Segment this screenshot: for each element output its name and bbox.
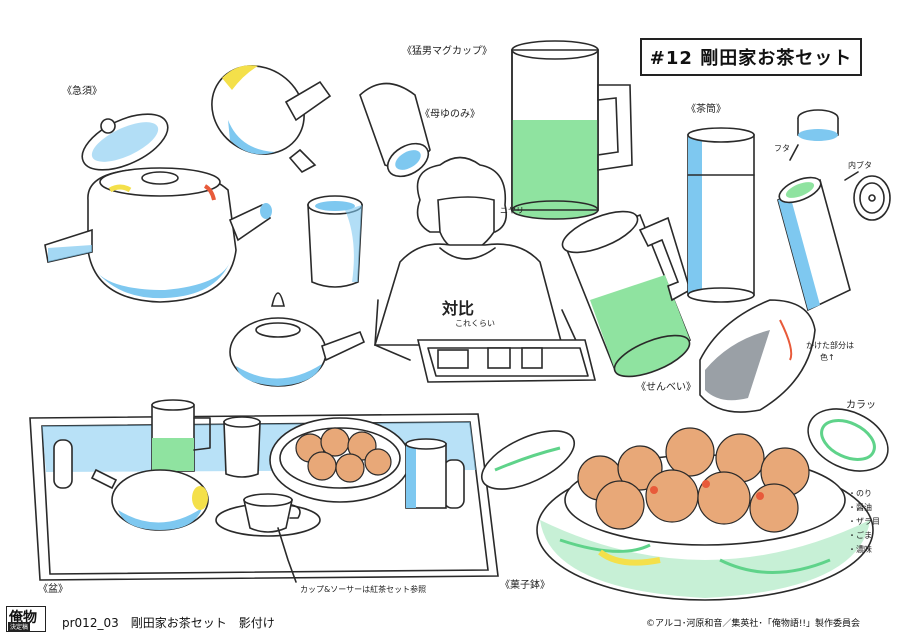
label-nijiri: ニヤリ [500,206,524,215]
label-topping-5: ・濃味 [848,545,872,554]
tea-canister-standing [687,127,755,303]
label-senbei: 《せんべい》 [636,382,696,393]
senbei-bowl [536,427,874,601]
sweater-subtext: これくらい [455,319,495,328]
label-yunomi: 《母ゆのみ》 [420,109,480,120]
tea-canister-open [777,176,851,312]
bowl-lid-left [480,430,576,490]
mother-teacup-standing [307,195,363,288]
label-karatto: カラッ [846,400,876,411]
copyright-text: ©アルコ･河原和音／集英社･「俺物語!!」製作委員会 [646,619,861,629]
label-topping-2: ・醤油 [848,503,872,512]
tilted-teapot [211,65,332,174]
taketo-mug-tilted [561,210,692,378]
sheet-code: pr012_03 剛田家お茶セット 影付け [62,616,275,630]
label-uchibuta: 内ブタ [848,161,872,170]
large-teapot [44,113,272,303]
senbei-cracker [699,299,816,413]
label-mug: 《猛男マグカップ》 [402,46,492,57]
label-kyusu: 《急須》 [62,86,102,97]
series-logo: 俺物 決定稿 [6,606,46,632]
label-topping-1: ・のり [848,489,872,498]
label-topping-3: ・ザラ目 [848,517,880,526]
label-bon: 《盆》 [38,584,68,595]
label-chazutsu: 《茶筒》 [686,104,726,115]
taketo-mug-standing [511,40,633,220]
arrow-lid [789,144,799,161]
takeo-figure-with-tray [373,156,597,383]
sweater-text: 対比 [442,299,475,318]
label-kaketa-2: 色↑ [820,353,835,362]
bowl-lid-right [807,408,889,472]
small-teapot [229,292,366,387]
label-topping-4: ・ごま [848,531,872,540]
label-kashibachi: 《菓子鉢》 [500,580,550,591]
mother-teacup-tilted [359,82,431,178]
sheet-title: #12 剛田家お茶セット [640,38,862,76]
logo-badge: 決定稿 [8,622,31,631]
tea-canister-inner-lid [853,175,891,221]
label-kaketa: かけた部分は [806,341,854,350]
arrow-inner-lid [844,171,859,181]
label-cup-note: カップ&ソーサーは紅茶セット参照 [300,585,427,594]
serving-tray [29,399,499,583]
label-futa: フタ [774,144,790,153]
tea-canister-lid [797,109,839,141]
